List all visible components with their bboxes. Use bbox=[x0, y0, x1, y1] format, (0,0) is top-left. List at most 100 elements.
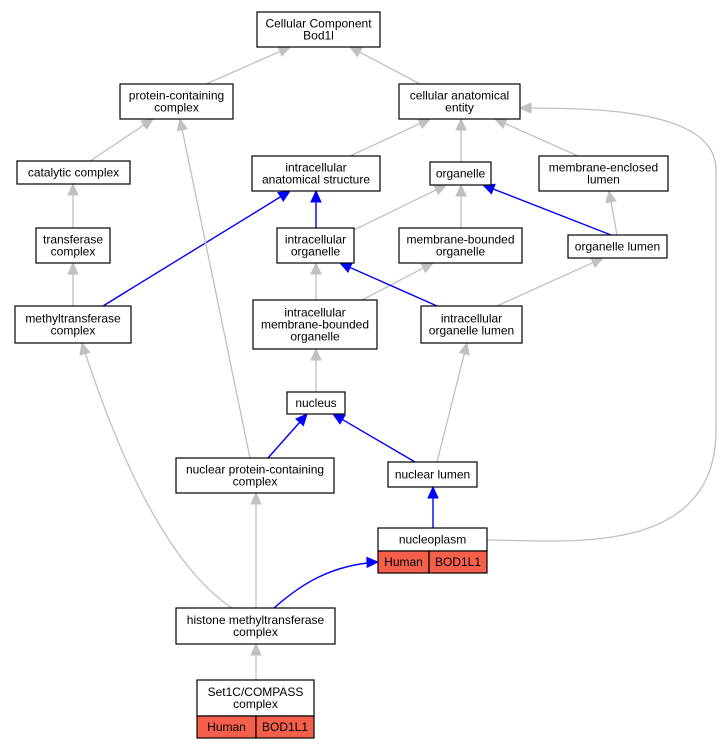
edge-organelle-to-cellular-anatomical-entity bbox=[455, 117, 467, 162]
edge-line bbox=[436, 353, 465, 463]
edge-arrowhead bbox=[79, 341, 91, 356]
edge-line bbox=[361, 267, 424, 301]
edge-arrowhead bbox=[348, 46, 363, 58]
node-label-line: intracellular bbox=[285, 233, 346, 247]
node-box bbox=[14, 305, 132, 344]
node-box bbox=[196, 679, 315, 717]
edge-arrowhead bbox=[427, 485, 439, 499]
node-label-line: anatomical structure bbox=[262, 173, 370, 187]
node-box bbox=[429, 161, 492, 186]
edge-intracellular-organelle-lumen-to-organelle-lumen bbox=[496, 257, 605, 307]
edge-arrowhead bbox=[433, 184, 448, 196]
edge-intracellular-membrane-bounded-organelle-to-intracellular-organelle bbox=[310, 261, 322, 300]
annotation-gene-cell bbox=[255, 715, 315, 739]
edge-line bbox=[349, 123, 421, 157]
edge-arrowhead bbox=[455, 183, 467, 197]
annotation-gene-label: BOD1L1 bbox=[435, 555, 481, 569]
edge-intracellular-organelle-to-organelle bbox=[353, 184, 448, 231]
node-organelle-lumen[interactable]: organelle lumen bbox=[567, 234, 668, 259]
edge-nuclear-protein-containing-complex-to-protein-containing-complex bbox=[176, 117, 251, 459]
node-box bbox=[567, 234, 668, 259]
node-box bbox=[420, 305, 523, 344]
edge-arrowhead bbox=[67, 182, 79, 196]
edge-histone-methyltransferase-complex-to-nucleoplasm bbox=[273, 556, 380, 609]
edge-line bbox=[342, 418, 416, 463]
edge-histone-methyltransferase-complex-to-methyltransferase-complex bbox=[79, 341, 233, 609]
node-label-line: methyltransferase bbox=[25, 312, 121, 326]
edge-histone-methyltransferase-complex-to-nuclear-protein-containing-complex bbox=[250, 491, 262, 608]
edge-arrowhead bbox=[176, 117, 188, 132]
edge-arrowhead bbox=[295, 413, 308, 427]
annotation-species-label: Human bbox=[384, 555, 423, 569]
node-box bbox=[276, 227, 355, 264]
edge-arrowhead bbox=[277, 46, 292, 57]
node-label-line: catalytic complex bbox=[28, 166, 119, 180]
edge-line bbox=[349, 266, 438, 307]
edge-arrowhead bbox=[277, 190, 292, 202]
node-catalytic-complex[interactable]: catalytic complex bbox=[16, 160, 131, 185]
edge-nuclear-protein-containing-complex-to-nucleus bbox=[267, 413, 308, 459]
node-box bbox=[256, 11, 381, 48]
node-organelle[interactable]: organelle bbox=[429, 161, 492, 186]
edge-membrane-enclosed-lumen-to-cellular-anatomical-entity bbox=[493, 118, 579, 157]
node-label-line: intracellular bbox=[284, 306, 345, 320]
edge-arrowhead bbox=[458, 341, 470, 356]
edge-catalytic-complex-to-protein-containing-complex bbox=[89, 118, 155, 162]
edge-arrowhead bbox=[310, 347, 322, 361]
node-box bbox=[398, 227, 523, 264]
edge-arrowhead bbox=[67, 261, 79, 275]
node-label-line: complex bbox=[233, 475, 278, 489]
edge-line bbox=[496, 261, 594, 307]
node-nuclear-lumen[interactable]: nuclear lumen bbox=[387, 461, 478, 488]
edge-arrowhead bbox=[605, 189, 617, 204]
node-label-line: organelle bbox=[291, 245, 341, 259]
edge-arrowhead bbox=[590, 257, 605, 269]
edge-line bbox=[504, 122, 579, 157]
node-label-line: lumen bbox=[587, 173, 620, 187]
node-box bbox=[252, 299, 378, 350]
edge-organelle-lumen-to-membrane-enclosed-lumen bbox=[605, 189, 618, 236]
node-label-line: organelle bbox=[436, 245, 486, 259]
node-nucleus[interactable]: nucleus bbox=[286, 391, 346, 415]
edge-arrowhead bbox=[481, 183, 496, 195]
edge-arrowhead bbox=[140, 118, 155, 131]
annotation-gene-label: BOD1L1 bbox=[262, 720, 308, 734]
node-label-line: membrane-bounded bbox=[261, 318, 369, 332]
edge-methyltransferase-complex-to-intracellular-anatomical-structure bbox=[102, 190, 292, 307]
node-box bbox=[286, 391, 346, 415]
edge-line bbox=[81, 342, 233, 609]
edge-line bbox=[486, 107, 717, 542]
edge-arrowhead bbox=[518, 102, 532, 114]
node-label-line: intracellular bbox=[285, 161, 346, 175]
edge-nuclear-lumen-to-intracellular-organelle-lumen bbox=[436, 341, 470, 463]
edge-methyltransferase-complex-to-transferase-complex bbox=[67, 261, 79, 306]
edge-arrowhead bbox=[455, 117, 467, 131]
node-label-line: intracellular bbox=[441, 312, 502, 326]
edge-line bbox=[267, 421, 301, 459]
edge-line bbox=[359, 51, 421, 85]
node-box bbox=[398, 83, 521, 120]
edge-line bbox=[102, 196, 281, 307]
node-label-line: protein-containing bbox=[129, 89, 224, 103]
node-label-line: complex bbox=[51, 324, 96, 338]
edge-arrowhead bbox=[420, 262, 435, 274]
node-box bbox=[251, 155, 381, 192]
edge-membrane-bounded-organelle-to-organelle bbox=[455, 183, 467, 228]
edge-arrowhead bbox=[417, 118, 432, 130]
